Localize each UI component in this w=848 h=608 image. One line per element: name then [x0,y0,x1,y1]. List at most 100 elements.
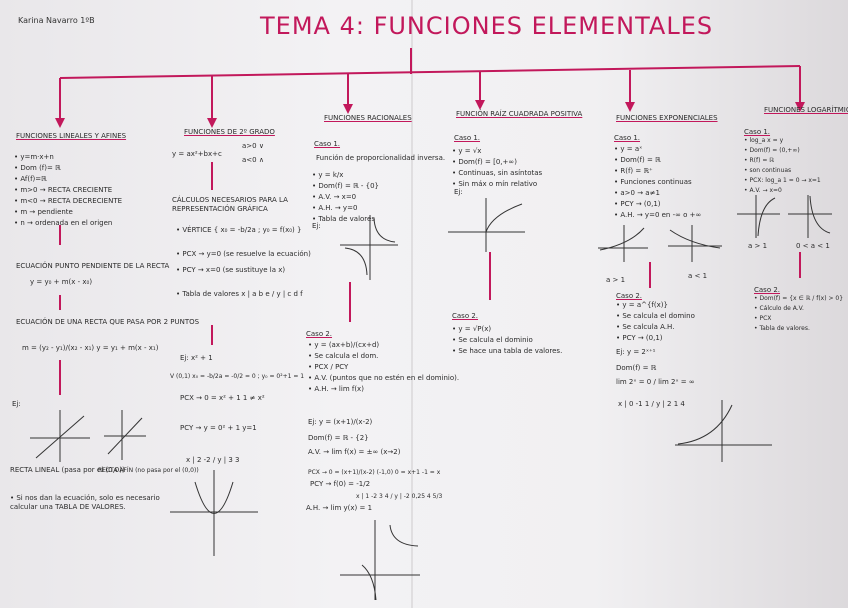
list-item: Continuas, sin asíntotas [452,168,542,179]
exp-case1: Caso 1. [614,134,641,142]
log-a-greater-1-graph [737,195,780,238]
rational-case1-desc: Función de proporcionalidad inversa. [316,154,446,162]
list-item: y = √P(x) [452,324,562,335]
list-item: m<0 → RECTA DECRECIENTE [14,196,122,207]
list-item: PCY → (0,1) [614,199,701,210]
list-item: A.V. → x=0 [744,186,821,196]
list-item: Dom (f)= ℝ [14,163,122,174]
list-item: a>0 → a≠1 [614,188,701,199]
list-item: Dom(f) = [0,+∞) [452,157,542,168]
rational-example2-table: x | 1 -2 3 4 / y | -2 0,25 4 5/3 [356,493,443,500]
heading-logaritmicas: FUNCIONES LOGARÍTMICAS [764,106,848,114]
eq-point-slope: y = y₀ + m(x - x₀) [30,278,93,286]
exp-graph1-label: a > 1 [606,276,626,284]
label-linear: RECTA LINEAL (pasa por el (0,0)) [10,466,125,474]
log-case2-list: Dom(f) = {x ∈ ℝ / f(x) > 0} Cálculo de A… [754,294,843,334]
values-table: • Tabla de valores x | a b e / y | c d f [176,290,303,298]
list-item: Se calcula A.H. [616,322,695,333]
exp-example-table: x | 0 -1 1 / y | 2 1 4 [618,400,685,408]
list-item: PCX: log_a 1 = 0 → x=1 [744,176,820,186]
list-item: Se calcula el dom. [308,351,459,362]
list-item: y = k/x [312,170,379,181]
sqrt-case1-list: y = √x Dom(f) = [0,+∞) Continuas, sin as… [452,146,542,190]
list-item: A.H. → lim f(x) [308,384,459,395]
list-item: Se calcula el domino [616,311,695,322]
exp-a-greater-1-graph [598,225,648,262]
heading-exponenciales: FUNCIONES EXPONENCIALES [616,114,718,122]
list-item: Dom(f) = {x ∈ ℝ / f(x) > 0} [754,294,843,304]
example-label: Ej: [12,400,21,408]
list-item: A.H. → y=0 [312,203,379,214]
rational-example2-ah: A.H. → lim y(x) = 1 [306,504,373,512]
parabola-graph [170,470,258,556]
exp-graph2-label: a < 1 [688,272,708,280]
list-item: PCY → (0,1) [616,333,695,344]
list-item: y = (ax+b)/(cx+d) [308,340,459,351]
list-item: R(f) = ℝ⁺ [614,166,701,177]
heading-racionales: FUNCIONES RACIONALES [324,114,412,122]
linear-graph [30,410,90,462]
list-item: y = √x [452,146,542,157]
rational-case1: Caso 1. [314,140,341,148]
quadratic-form: y = ax²+bx+c [172,150,222,158]
eq2-title: ECUACIÓN DE UNA RECTA QUE PASA POR 2 PUN… [16,318,200,326]
eq-two-points: m = (y₂ - y₁)/(x₂ - x₁) y = y₁ + m(x - x… [22,344,159,352]
linear-note: • Si nos dan la ecuación, solo es necesa… [10,494,160,511]
log-case2: Caso 2. [754,286,781,294]
rational-case2-list: y = (ax+b)/(cx+d) Se calcula el dom. PCX… [308,340,459,395]
exp-case2-list: y = a^{f(x)} Se calcula el domino Se cal… [616,300,695,344]
lineales-list: y=m·x+n Dom (f)= ℝ Af(f)=ℝ m>0 → RECTA C… [14,152,122,229]
page-title: TEMA 4: FUNCIONES ELEMENTALES [260,12,714,40]
example-table: x | 2 -2 / y | 3 3 [186,456,240,464]
a-negative: a<0 ∧ [242,156,264,164]
list-item: Tabla de valores [312,214,379,225]
label-affine: RECTA AFÍN (no pasa por el (0,0)) [98,467,199,474]
rational-case2-graph [340,520,420,601]
exp-case1-list: y = aˣ Dom(f) = ℝ R(f) = ℝ⁺ Funciones co… [614,144,701,221]
pcx-rule: • PCX → y=0 (se resuelve la ecuación) [176,250,311,258]
heading-raiz: FUNCIÓN RAÍZ CUADRADA POSITIVA [456,110,583,118]
example-quadratic: Ej: x² + 1 [180,354,213,362]
sqrt-example-label: Ej: [454,188,463,196]
author-name: Karina Navarro 1ºB [18,16,95,25]
a-positive: a>0 ∨ [242,142,264,150]
list-item: Se hace una tabla de valores. [452,346,562,357]
sqrt-case1: Caso 1. [454,134,481,142]
list-item: Dom(f) = ℝ [614,155,701,166]
list-item: Dom(f) = ℝ - {0} [312,181,379,192]
list-item: A.H. → y=0 en -∞ o +∞ [614,210,701,221]
list-item: Se calcula el dominio [452,335,562,346]
list-item: son continuas [744,166,821,176]
log-graph1-label: a > 1 [748,242,768,250]
rational-case1-list: y = k/x Dom(f) = ℝ - {0} A.V. → x=0 A.H.… [312,170,379,225]
list-item: Cálculo de A.V. [754,304,843,314]
list-item: y = aˣ [614,144,701,155]
list-item: A.V. → x=0 [312,192,379,203]
exp-example-graph [675,400,772,462]
log-graph2-label: 0 < a < 1 [796,242,830,250]
list-item: y = a^{f(x)} [616,300,695,311]
example-pcy: PCY → y = 0² + 1 y=1 [180,424,257,432]
list-item: Funciones continuas [614,177,701,188]
list-item: Af(f)=ℝ [14,174,122,185]
list-item: n → ordenada en el origen [14,218,122,229]
sqrt-case2: Caso 2. [452,312,479,320]
list-item: m → pendiente [14,207,122,218]
rational-example2-av: A.V. → lim f(x) = ±∞ (x→2) [308,448,401,456]
rational-case2: Caso 2. [306,330,333,338]
log-case1: Caso 1. [744,128,771,136]
pcy-rule: • PCY → x=0 (se sustituye la x) [176,266,286,274]
affine-graph [104,410,146,460]
list-item: m>0 → RECTA CRECIENTE [14,185,122,196]
list-item: y=m·x+n [14,152,122,163]
log-case1-list: log_a x = y Dom(f) = (0,+∞) R(f) = ℝ son… [744,136,821,196]
rational-example2-pcy: PCY → f(0) = -1/2 [310,480,371,488]
sqrt-graph [448,198,525,252]
rational-example-label: Ej: [312,222,321,230]
list-item: A.V. (puntos que no estén en el dominio)… [308,373,459,384]
rational-example2-dom: Dom(f) = ℝ - {2} [308,434,369,442]
exp-example: Ej: y = 2ˣ⁺¹ [616,348,656,356]
